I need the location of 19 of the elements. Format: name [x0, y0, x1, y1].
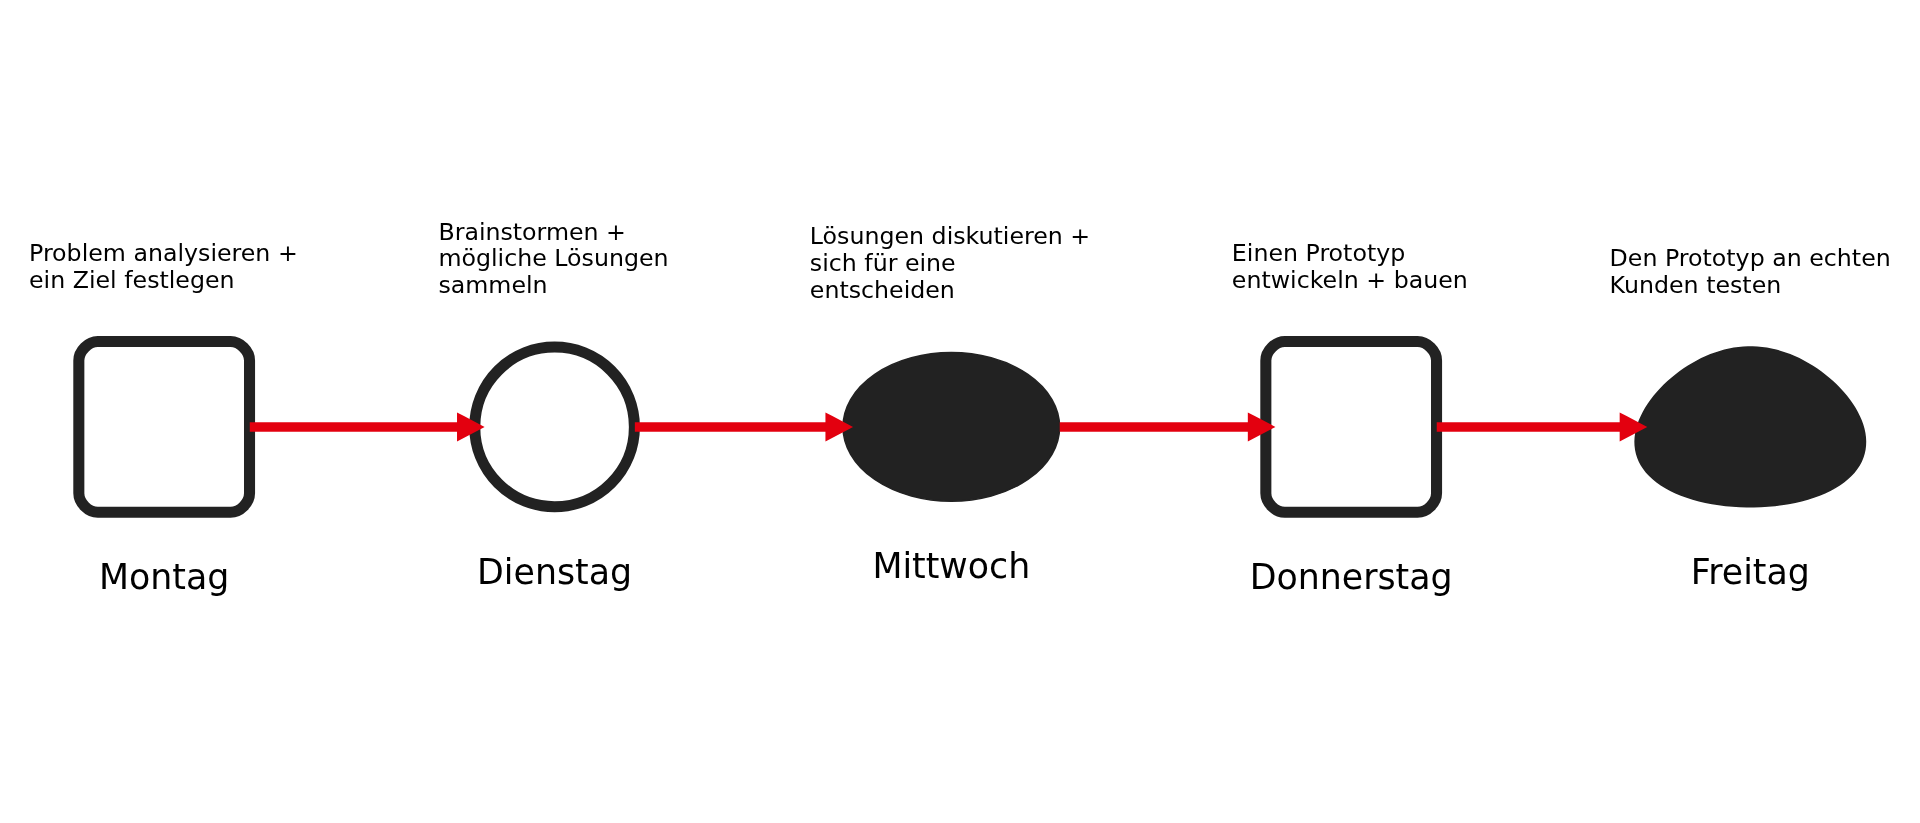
arrow: [1059, 412, 1276, 442]
node-label: Donnerstag: [1249, 557, 1453, 598]
node-label: Montag: [99, 557, 230, 598]
node-box: [1260, 336, 1443, 518]
node-label: Den Prototyp an echten Kunden testen: [1609, 243, 1891, 299]
node-label: Brainstormen + mögliche Lösungen sammeln: [438, 217, 669, 300]
node-label: Mittwoch: [872, 546, 1031, 587]
node-label: Dienstag: [477, 552, 633, 593]
node-label: Lösungen diskutieren + sich für eine entscheiden: [809, 222, 1091, 305]
arrow: [634, 412, 854, 442]
node-ellipse: [842, 351, 1061, 502]
node-person: [1634, 346, 1867, 508]
arrow: [1436, 412, 1648, 442]
node-box: [73, 336, 256, 518]
node-label: Problem analysieren + ein Ziel festlegen: [29, 238, 298, 294]
arrow: [249, 412, 485, 442]
node-label: Freitag: [1690, 552, 1810, 593]
node-circle: [469, 341, 640, 513]
node-label: Einen Prototyp entwickeln + bauen: [1231, 238, 1468, 294]
